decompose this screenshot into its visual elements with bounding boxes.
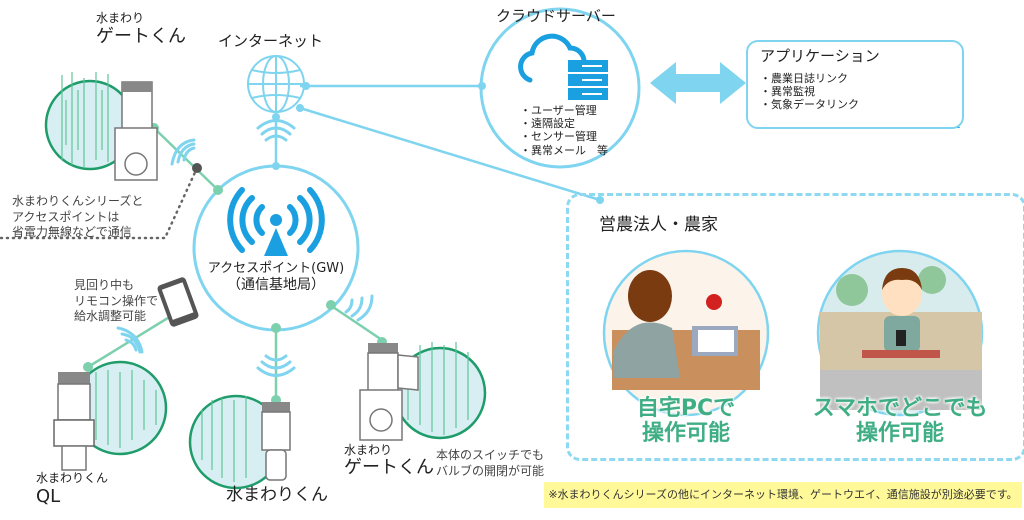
smartphone-user-illustration	[816, 249, 984, 417]
cloud-server-title: クラウドサーバー	[496, 7, 616, 25]
globe-icon	[247, 55, 305, 113]
internet-label: インターネット	[218, 32, 324, 50]
gate-bottom-label: ゲートくん	[344, 457, 434, 478]
cloud-server-icon	[518, 33, 608, 100]
gate-bottom-link	[329, 303, 383, 342]
farm-title: 営農法人・農家	[599, 215, 718, 235]
app-feature: ・異常監視	[760, 85, 815, 99]
cloud-feature: ・ユーザー管理	[520, 104, 597, 117]
application-title: アプリケーション	[760, 47, 880, 65]
wireless-note: 水まわりくんシリーズと アクセスポイントは 省電力無線などで通信	[12, 194, 144, 240]
note-leader-dots	[0, 166, 199, 240]
home-pc-illustration	[602, 249, 770, 417]
access-point-label: アクセスポイント(GW) （通信基地局）	[207, 261, 345, 293]
kun-label: 水まわりくん	[226, 485, 328, 505]
gate-top-link	[153, 127, 219, 191]
field-kun	[188, 394, 291, 490]
ql-label: QL	[36, 486, 61, 507]
field-ql	[53, 360, 168, 471]
gate-top-small-label: 水まわり	[96, 11, 145, 25]
antenna-icon	[227, 187, 325, 256]
internet-farm-line	[299, 106, 601, 202]
application-feature-list: ・農業日誌リンク ・異常監視 ・気象データリンク	[760, 72, 859, 112]
field-gate-bottom	[359, 342, 487, 441]
double-arrow-icon	[650, 62, 746, 104]
app-feature: ・気象データリンク	[760, 98, 859, 112]
ql-small-label: 水まわりくん	[36, 471, 109, 485]
field-gate-top	[44, 72, 158, 181]
cloud-feature-list: ・ユーザー管理 ・遠隔設定 ・センサー管理 ・異常メール 等	[520, 104, 608, 157]
app-feature: ・農業日誌リンク	[760, 72, 848, 85]
gate-bottom-small-label: 水まわり	[344, 443, 393, 457]
wifi-signal-icon	[116, 119, 374, 377]
home-pc-caption: 自宅PCで 操作可能	[636, 396, 736, 447]
remote-note: 見回り中も リモコン操作で 給水調整可能	[74, 278, 159, 324]
cloud-feature: ・センサー管理	[520, 130, 597, 144]
application-box: アプリケーション ・農業日誌リンク ・異常監視 ・気象データリンク	[746, 40, 964, 129]
footer-note: ※水まわりくんシリーズの他にインターネット環境、ゲートウエイ、通信施設が別途必要…	[544, 482, 1022, 508]
smartphone-caption: スマホでどこでも 操作可能	[812, 396, 988, 447]
cloud-feature: ・異常メール 等	[520, 143, 608, 157]
switch-note: 本体のスイッチでも バルブの開閉が可能	[436, 448, 545, 478]
cloud-feature: ・遠隔設定	[520, 117, 575, 131]
remote-smartphone-icon	[157, 277, 199, 327]
gate-top-label: ゲートくん	[96, 26, 186, 47]
